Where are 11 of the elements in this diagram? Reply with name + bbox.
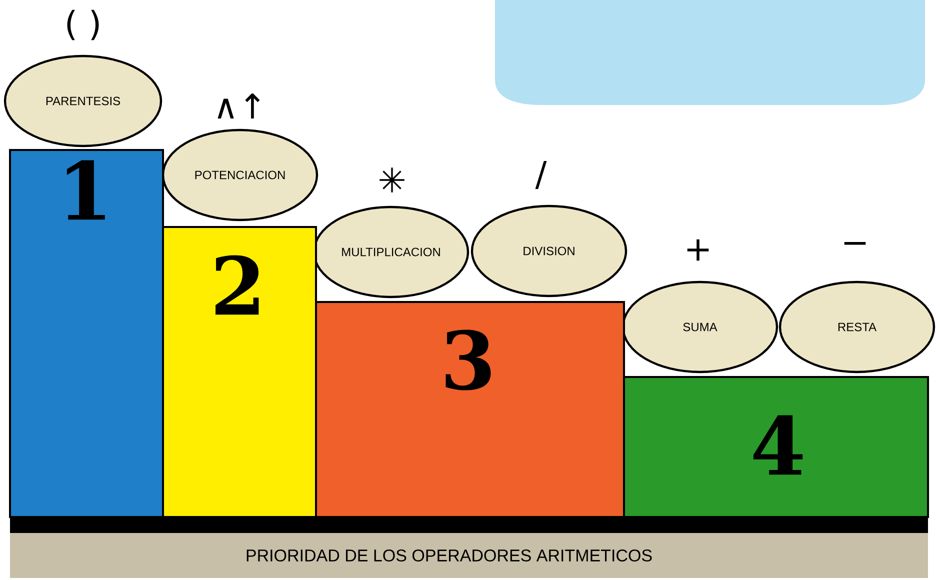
operator-symbol: − [844,242,866,245]
priority-bar: 1 [9,148,164,518]
priority-bar: 4 [623,376,929,518]
priority-bar: 3 [315,300,625,518]
title-band: PRIORIDAD DE LOS OPERADORES ARITMETICOS [10,532,928,578]
operator-symbol: / [535,161,547,189]
operator-symbol: ( ) [67,10,99,40]
operator-symbol: ∧↑ [218,94,260,118]
operator-symbol: ✳ [380,168,404,192]
priority-bar: 2 [162,226,317,518]
operator-symbol: + [687,239,709,261]
